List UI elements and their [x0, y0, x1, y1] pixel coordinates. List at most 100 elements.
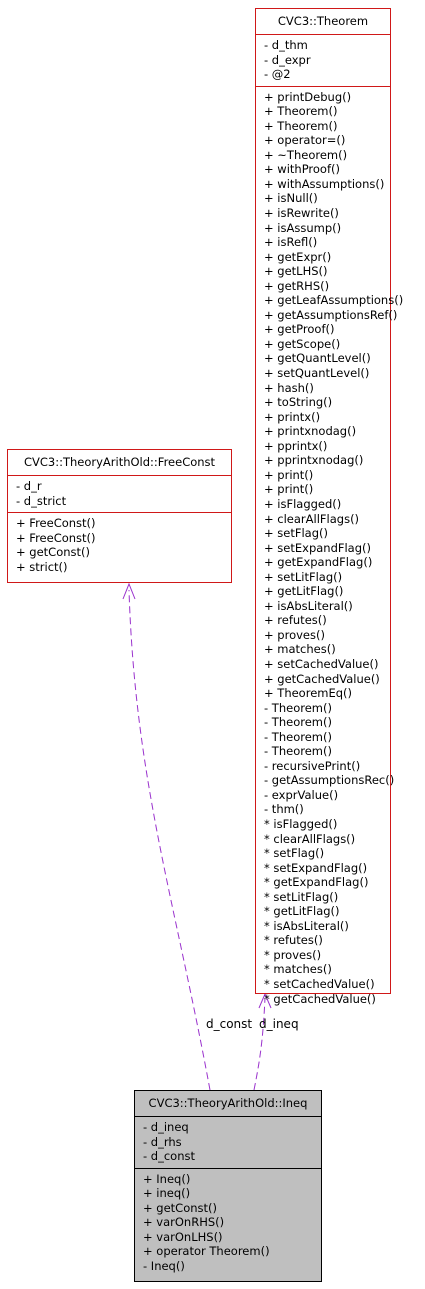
class-method: + ineq() [143, 1186, 191, 1201]
class-method: - thm() [264, 802, 304, 817]
freeconst-class-box: CVC3::TheoryArithOld::FreeConst - d_r- d… [7, 449, 232, 583]
ineq-class-name: CVC3::TheoryArithOld::Ineq [135, 1091, 321, 1117]
class-method: - Theorem() [264, 729, 332, 744]
class-method: - exprValue() [264, 787, 339, 802]
class-method: * getCachedValue() [264, 991, 376, 1006]
d-const-edge-label: d_const [206, 1017, 253, 1031]
class-attribute: - d_rhs [143, 1134, 182, 1149]
class-method: * proves() [264, 947, 322, 962]
class-method: + printx() [264, 409, 321, 424]
class-method: - getAssumptionsRec() [264, 773, 395, 788]
class-method: + operator Theorem() [143, 1244, 270, 1259]
class-method: + matches() [264, 642, 336, 657]
class-method: + Theorem() [264, 118, 338, 133]
class-method: + refutes() [264, 613, 327, 628]
class-method: + withAssumptions() [264, 176, 385, 191]
class-method: * isAbsLiteral() [264, 918, 349, 933]
class-method: + FreeConst() [16, 530, 96, 545]
class-method: + Ineq() [143, 1171, 191, 1186]
class-attribute: - @2 [264, 67, 291, 82]
class-method: + proves() [264, 627, 325, 642]
class-method: * clearAllFlags() [264, 831, 356, 846]
d-ineq-arrowhead [258, 992, 272, 1009]
ineq-methods: + Ineq()+ ineq()+ getConst()+ varOnRHS()… [135, 1167, 321, 1278]
class-method: + setExpandFlag() [264, 540, 372, 555]
class-method: + setFlag() [264, 526, 328, 541]
d-const-arrowhead [122, 582, 136, 600]
ineq-attributes: - d_ineq- d_rhs- d_const [135, 1117, 321, 1168]
class-attribute: - d_r [16, 479, 42, 493]
class-method: + getQuantLevel() [264, 351, 371, 366]
class-attribute: - d_strict [16, 493, 67, 508]
theorem-attributes: - d_thm- d_expr- @2 [256, 35, 390, 86]
class-method: * refutes() [264, 933, 323, 948]
d-ineq-edge-label: d_ineq [259, 1017, 299, 1031]
class-method: + print() [264, 467, 314, 482]
class-method: - Theorem() [264, 700, 332, 715]
class-method: + isAbsLiteral() [264, 598, 353, 613]
d-ineq-association-line [253, 997, 266, 1091]
class-method: + pprintxnodag() [264, 453, 364, 468]
class-method: + TheoremEq() [264, 686, 353, 701]
class-method: * setLitFlag() [264, 889, 339, 904]
class-method: + setLitFlag() [264, 569, 343, 584]
class-method: + isNull() [264, 191, 318, 206]
class-method: + setQuantLevel() [264, 366, 370, 381]
class-method: + getConst() [16, 545, 91, 560]
class-method: + getAssumptionsRef() [264, 307, 398, 322]
class-method: + isRefl() [264, 235, 318, 250]
freeconst-class-name: CVC3::TheoryArithOld::FreeConst [8, 450, 231, 476]
class-method: + getCachedValue() [264, 671, 380, 686]
class-method: + clearAllFlags() [264, 511, 360, 526]
class-method: + toString() [264, 395, 333, 410]
class-method: + getRHS() [264, 278, 330, 293]
theorem-class-box: CVC3::Theorem - d_thm- d_expr- @2 + prin… [255, 8, 403, 1006]
class-method: * matches() [264, 962, 332, 977]
class-method: + isRewrite() [264, 206, 339, 221]
class-method: + varOnLHS() [143, 1229, 223, 1244]
class-attribute: - d_const [143, 1149, 196, 1164]
theorem-class-name: CVC3::Theorem [256, 9, 390, 35]
ineq-class-box: CVC3::TheoryArithOld::Ineq - d_ineq- d_r… [134, 1090, 322, 1282]
class-method: * getLitFlag() [264, 904, 340, 919]
class-method: + print() [264, 482, 314, 497]
class-method: * setExpandFlag() [264, 860, 368, 875]
class-method: + getLitFlag() [264, 584, 344, 599]
class-method: + setCachedValue() [264, 656, 379, 671]
class-method: + isFlagged() [264, 496, 342, 511]
freeconst-attributes: - d_r- d_strict [8, 476, 231, 512]
class-method: + getLHS() [264, 264, 328, 279]
class-method: - recursivePrint() [264, 758, 361, 773]
class-method: + printDebug() [264, 89, 352, 104]
class-method: + getScope() [264, 336, 341, 351]
class-method: + operator=() [264, 133, 346, 148]
class-method: * setFlag() [264, 846, 325, 861]
class-method: * isFlagged() [264, 816, 338, 831]
class-method: + Theorem() [264, 104, 338, 119]
class-method: + hash() [264, 380, 314, 395]
theorem-methods: + printDebug()+ Theorem()+ Theorem()+ op… [256, 85, 404, 1010]
class-method: + FreeConst() [16, 516, 96, 531]
class-method: + getConst() [143, 1200, 218, 1215]
class-method: + getExpr() [264, 249, 332, 264]
class-method: + getExpandFlag() [264, 555, 373, 570]
freeconst-methods: + FreeConst()+ FreeConst()+ getConst()+ … [8, 512, 231, 578]
d-const-association-line [128, 589, 211, 1091]
class-method: + ~Theorem() [264, 147, 348, 162]
class-method: + getLeafAssumptions() [264, 293, 404, 308]
class-method: - Theorem() [264, 744, 332, 759]
class-method: - Theorem() [264, 715, 332, 730]
class-method: + isAssump() [264, 220, 342, 235]
class-method: * setCachedValue() [264, 977, 375, 991]
class-method: - Ineq() [143, 1258, 185, 1273]
class-method: + getProof() [264, 322, 335, 337]
class-method: * getExpandFlag() [264, 875, 369, 890]
class-method: + pprintx() [264, 438, 328, 453]
class-method: + withProof() [264, 162, 340, 177]
class-method: + varOnRHS() [143, 1215, 225, 1230]
class-method: + strict() [16, 559, 68, 574]
class-method: + printxnodag() [264, 424, 357, 439]
class-attribute: - d_thm [264, 38, 308, 52]
class-attribute: - d_ineq [143, 1120, 189, 1134]
